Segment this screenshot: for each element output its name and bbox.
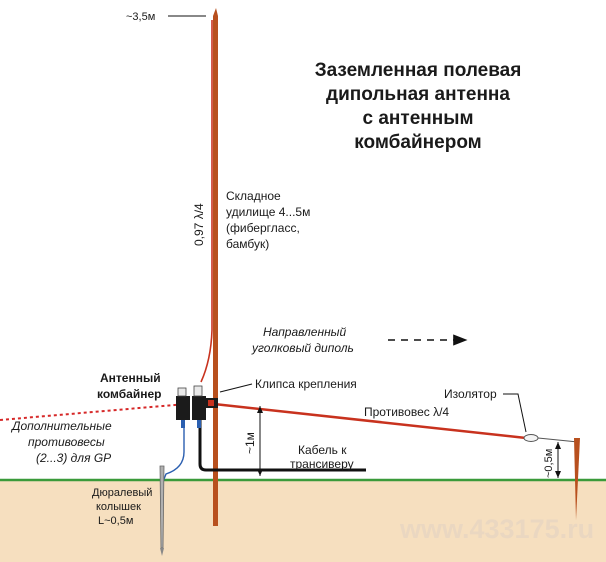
insulator-label: Изолятор	[444, 387, 497, 401]
counterpoise-wire	[213, 402, 527, 440]
directed-dipole-1: Направленный	[263, 325, 347, 339]
ground-wire	[161, 420, 185, 485]
stake-label-3: L~0,5м	[98, 515, 133, 527]
right-stake	[574, 438, 580, 520]
title-line-3: с антенным	[363, 108, 474, 129]
watermark: www.433175.ru	[399, 514, 594, 544]
dim-05m-label: ~0,5м	[543, 449, 555, 478]
rod-desc-3: (фибергласс,	[226, 221, 300, 235]
extra-cp-1: Дополнительные	[10, 419, 112, 433]
stake-label-1: Дюралевый	[92, 487, 152, 499]
insulator	[523, 434, 539, 442]
fishing-rod-pole	[213, 16, 218, 526]
dim-05m-arrow-bottom	[555, 471, 561, 478]
duralumin-stake-tip	[160, 548, 164, 556]
ground-area	[0, 480, 606, 562]
antenna-combiner-device	[176, 385, 206, 428]
dim-1m-arrow-top	[257, 406, 263, 413]
cable-label-2: трансиверу	[290, 457, 354, 471]
clip-label: Клипса крепления	[255, 377, 357, 391]
dim-1m-label: ~1м	[243, 432, 257, 454]
title-line-2: дипольная антенна	[326, 84, 510, 105]
rod-desc-2: удилище 4...5м	[226, 205, 310, 219]
dim-05m-arrow-top	[555, 442, 561, 449]
mounting-clip	[206, 398, 218, 408]
vertical-radiator-wire	[200, 20, 213, 383]
dim-1m-arrow-bottom	[257, 469, 263, 476]
top-height-label: ~3,5м	[126, 11, 155, 23]
guy-cord	[537, 437, 579, 443]
extra-cp-2: противовесы	[28, 435, 105, 449]
combiner-label-2: комбайнер	[97, 387, 161, 401]
title-line-4: комбайнером	[354, 132, 481, 153]
pole-tip	[213, 8, 218, 16]
coax-cable	[198, 415, 366, 472]
extra-cp-3: (2...3) для GP	[36, 451, 111, 465]
duralumin-stake	[159, 465, 165, 549]
rod-desc-4: бамбук)	[226, 237, 269, 251]
insulator-leader	[503, 393, 527, 433]
stake-label-2: колышек	[96, 501, 141, 513]
directed-dipole-2: уголковый диполь	[251, 341, 354, 355]
pole-length-label: 0,97 λ/4	[192, 203, 206, 246]
extra-counterpoise-wire	[0, 403, 187, 421]
title-line-1: Заземленная полевая	[315, 60, 522, 81]
counterpoise-label: Противовес λ/4	[364, 405, 449, 419]
combiner-label-1: Антенный	[100, 371, 161, 385]
rod-desc-1: Складное	[226, 189, 281, 203]
clip-leader	[219, 383, 253, 393]
cable-label-1: Кабель к	[298, 443, 347, 457]
